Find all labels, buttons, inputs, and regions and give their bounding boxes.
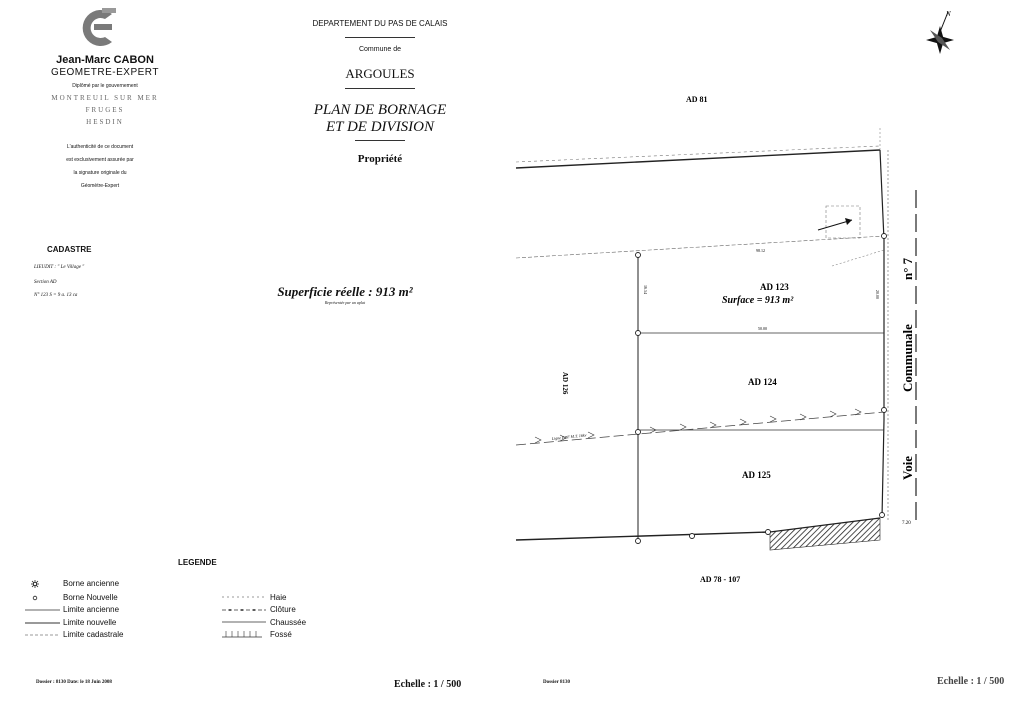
dim-top: 98.12 [756,248,765,253]
road-name-communale: Communale [900,324,915,392]
firm-town: FRUGES [85,106,125,114]
scale-left: Echelle : 1 / 500 [394,679,462,690]
legend-item: Limite ancienne [63,605,120,614]
hedge-line [515,145,881,163]
scale-right: Echelle : 1 / 500 [937,676,1005,687]
boundary-markers [635,233,887,544]
cadastre-section: Section AD [34,280,57,285]
dim-left: 16.54 [643,285,648,294]
legend-item: Borne ancienne [63,579,120,588]
legend-item: Haie [270,593,287,602]
north-label: N [945,10,951,18]
division-top [515,235,885,259]
firm-diploma: Diplômé par le gouvernement [72,83,138,89]
authenticity-note: est exclusivement assurée par [66,157,134,163]
firm-title: GEOMETRE-EXPERT [51,67,159,78]
east-boundary [879,149,885,519]
firm-town: MONTREUIL SUR MER [51,94,159,102]
surface-title: Superficie réelle : 913 m² [277,284,413,299]
authenticity-note: la signature originale du [73,170,127,176]
label-ad126: AD 126 [561,372,569,395]
dossier-right: Dossier 8130 [543,680,570,685]
edf-line [515,411,885,446]
legend-symbols [25,580,266,638]
firm-name: Jean-Marc CABON [56,54,154,66]
legend-item: Clôture [270,605,296,614]
label-ad123-surface: Surface = 913 m² [722,295,794,306]
cadastre-lieudit: LIEUDIT : " Le Village " [34,265,85,270]
dossier-date: Dossier : 8130 Date: le 18 Juin 2008 [36,680,112,685]
dim-right: 20.00 [875,290,880,299]
north-boundary [515,149,881,169]
edf-label: Ligne EDF M.T. 16kv [551,432,587,441]
firm-town: HESDIN [86,118,124,126]
authenticity-note: L'authenticité de ce document [66,144,134,150]
label-ad123: AD 123 [760,282,789,292]
plan-title-line2: ET DE DIVISION [325,119,435,135]
legend-item: Limite nouvelle [63,618,117,627]
property-label: Propriété [357,153,403,165]
authenticity-note: Géomètre-Expert [80,183,120,189]
label-ad78: AD 78 - 107 [700,575,740,584]
department: DEPARTEMENT DU PAS DE CALAIS [312,19,448,28]
legend-item: Borne Nouvelle [63,593,118,602]
label-ad124: AD 124 [748,377,777,387]
label-ad125: AD 125 [742,470,771,480]
legend-item: Fossé [270,630,292,639]
legend-item: Limite cadastrale [63,630,124,639]
new-marker-icon [32,595,38,601]
old-marker-icon [31,580,39,588]
dim-bottom-right: 7.20 [902,521,911,526]
plan-title-line1: PLAN DE BORNAGE [313,102,447,118]
commune-name: ARGOULES [345,66,415,81]
road-name-voie: Voie [900,456,915,480]
legend-title: LEGENDE [178,558,217,567]
label-ad81: AD 81 [686,95,708,104]
north-arrow-icon [926,11,954,54]
legend-item: Chaussée [270,618,307,627]
dim-mid: 50.00 [758,326,767,331]
ditch-hatch [769,517,881,551]
cadastre-parcel: N° 123 S = 9 a. 13 ca [34,293,78,298]
south-boundary [515,531,771,541]
cadastre-title: CADASTRE [47,245,92,254]
road-number: n° 7 [900,257,915,280]
surface-note: Représentée par un aplat [324,300,366,305]
firm-logo [82,8,116,47]
commune-label: Commune de [358,46,402,53]
